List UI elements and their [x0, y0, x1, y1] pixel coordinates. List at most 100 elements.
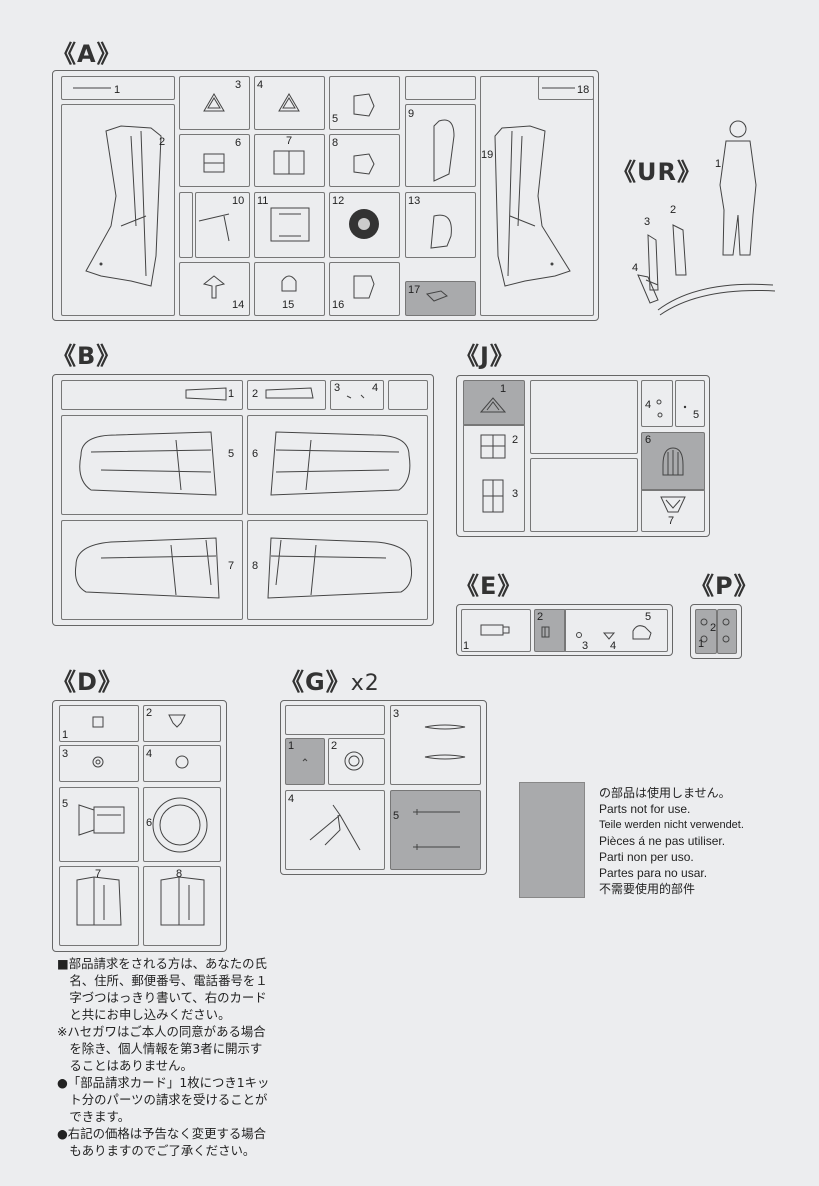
legend-line-zh: 不需要使用的部件	[599, 882, 696, 896]
sprue-p-label-2: 2	[710, 622, 717, 634]
sprue-p-parts-drawing	[700, 618, 730, 643]
sprue-a-label-10: 10	[232, 195, 245, 207]
sprue-d-parts-drawing	[76, 714, 208, 926]
sprue-g-label-4: 4	[288, 793, 295, 805]
sprue-e-cell-2-unused	[534, 609, 566, 652]
sprue-e-label-5: 5	[645, 611, 652, 623]
sprue-d-cell-7	[59, 866, 139, 946]
sprue-j-cell-7	[641, 489, 705, 532]
sprue-a-fuselage-right-drawing	[494, 87, 575, 287]
sprue-g-header: 《G》x2	[280, 668, 380, 696]
sprue-a-cell-9	[405, 104, 476, 187]
sprue-p-frame	[690, 604, 742, 659]
sprue-ur-label-2: 2	[670, 204, 677, 216]
sprue-b-header: 《B》	[52, 342, 122, 370]
sprue-a-cell-12	[329, 192, 400, 258]
sprue-a-label-16: 16	[332, 299, 345, 311]
sprue-j-header: 《J》	[455, 342, 515, 370]
sprue-a-cell-2	[61, 104, 175, 316]
sprue-a-label-11: 11	[257, 195, 269, 207]
sprue-d-label-1: 1	[62, 729, 69, 741]
sprue-j-cell-5	[675, 380, 705, 427]
note-line: を除き、個人情報を第3者に開示す	[57, 1041, 263, 1056]
sprue-a-frame	[52, 70, 599, 321]
legend-line-de: Teile werden nicht verwendet.	[599, 819, 744, 831]
sprue-e-cell-3-5	[564, 609, 668, 652]
sprue-b-label-1: 1	[228, 388, 235, 400]
sprue-b-label-2: 2	[252, 388, 259, 400]
sprue-a-label-15: 15	[282, 299, 295, 311]
sprue-b-cell-5	[61, 415, 243, 515]
sprue-e-cell-1	[461, 609, 531, 652]
sprue-g-cell-4	[285, 790, 385, 870]
sprue-a-label-2: 2	[159, 136, 166, 148]
sprue-a-label-17: 17	[408, 284, 421, 296]
note-line: ト分のパーツの請求を受けることが	[57, 1092, 268, 1107]
sprue-g-cell-empty	[285, 705, 385, 735]
sprue-d-cell-1	[59, 705, 139, 742]
legend-line-en: Parts not for use.	[599, 802, 691, 816]
sprue-ur-label-3: 3	[644, 216, 651, 228]
sprue-j-frame	[456, 375, 710, 537]
legend-line-it: Parti non per uso.	[599, 850, 694, 864]
sprue-a-label-19: 19	[481, 149, 494, 161]
sprue-a-cell-empty	[405, 76, 476, 100]
sprue-g-label-1: 1	[288, 740, 295, 752]
legend-line-fr: Pièces á ne pas utiliser.	[599, 834, 726, 848]
sprue-d-label-6: 6	[146, 817, 153, 829]
sprue-g-multiplier: x2	[350, 671, 380, 696]
sprue-a-label-12: 12	[332, 195, 345, 207]
sprue-a-cell-18	[538, 76, 594, 100]
sprue-ur-label-1: 1	[715, 158, 722, 170]
sprue-a-cell-15	[254, 262, 325, 316]
sprue-d-frame	[52, 700, 227, 952]
sprue-d-cell-8	[143, 866, 221, 946]
sprue-d-cell-2	[143, 705, 221, 742]
sprue-a-cell-spacer	[179, 192, 193, 258]
sprue-a-label-3: 3	[235, 79, 242, 91]
sprue-g-cell-2	[328, 738, 385, 785]
sprue-a-cell-1	[61, 76, 175, 100]
sprue-a-cell-6	[179, 134, 250, 187]
sprue-e-label-1: 1	[463, 640, 470, 652]
sprue-a-cell-5	[329, 76, 400, 130]
sprue-d-header: 《D》	[52, 668, 123, 696]
legend-line-es: Partes para no usar.	[599, 866, 708, 880]
sprue-g-frame	[280, 700, 487, 875]
sprue-b-label-3: 3	[334, 382, 341, 394]
sprue-j-cell-4	[641, 380, 673, 427]
sprue-ur-figure-drawing	[637, 120, 776, 316]
note-line: ●右記の価格は予告なく変更する場合	[57, 1126, 267, 1141]
note-line: と共にお申し込みください。	[57, 1007, 231, 1022]
sprue-j-label-5: 5	[693, 409, 700, 421]
sprue-j-label-2: 2	[512, 434, 519, 446]
sprue-g-label-3: 3	[393, 708, 400, 720]
parts-request-notes: ■部品請求をされる方は、あなたの氏 名、住所、郵便番号、電話番号を１ 字づつはっ…	[57, 955, 269, 1159]
sprue-a-cell-3	[179, 76, 250, 130]
sprue-b-cell-2	[247, 380, 326, 410]
sprue-e-label-3: 3	[582, 640, 589, 652]
sprue-e-frame	[456, 604, 673, 656]
note-line: ※ハセガワはご本人の同意がある場合	[57, 1024, 266, 1039]
sprue-a-label-4: 4	[257, 79, 264, 91]
sprue-a-label-1: 1	[114, 84, 121, 96]
sprue-b-label-7: 7	[228, 560, 235, 572]
legend-line-ja: の部品は使用しません。	[599, 786, 731, 800]
sprue-a-label-9: 9	[408, 108, 415, 120]
sprue-a-cell-10	[195, 192, 250, 258]
unused-parts-swatch	[519, 782, 585, 898]
sprue-j-label-4: 4	[645, 399, 652, 411]
sprue-j-cell-empty-bottom	[530, 458, 638, 532]
note-line: 名、住所、郵便番号、電話番号を１	[57, 973, 268, 988]
sprue-d-label-8: 8	[176, 868, 183, 880]
sprue-a-label-18: 18	[577, 84, 590, 96]
sprue-a-label-7: 7	[286, 135, 293, 147]
sprue-j-label-6: 6	[645, 434, 652, 446]
sprue-b-cell-1	[61, 380, 243, 410]
sprue-a-cell-19	[480, 76, 594, 316]
note-line: ることはありません。	[57, 1058, 193, 1073]
sprue-a-fuselage-left-drawing	[73, 87, 162, 287]
sprue-e-label-4: 4	[610, 640, 617, 652]
sprue-a-cell-14	[179, 262, 250, 316]
sprue-d-cell-3	[59, 745, 139, 782]
